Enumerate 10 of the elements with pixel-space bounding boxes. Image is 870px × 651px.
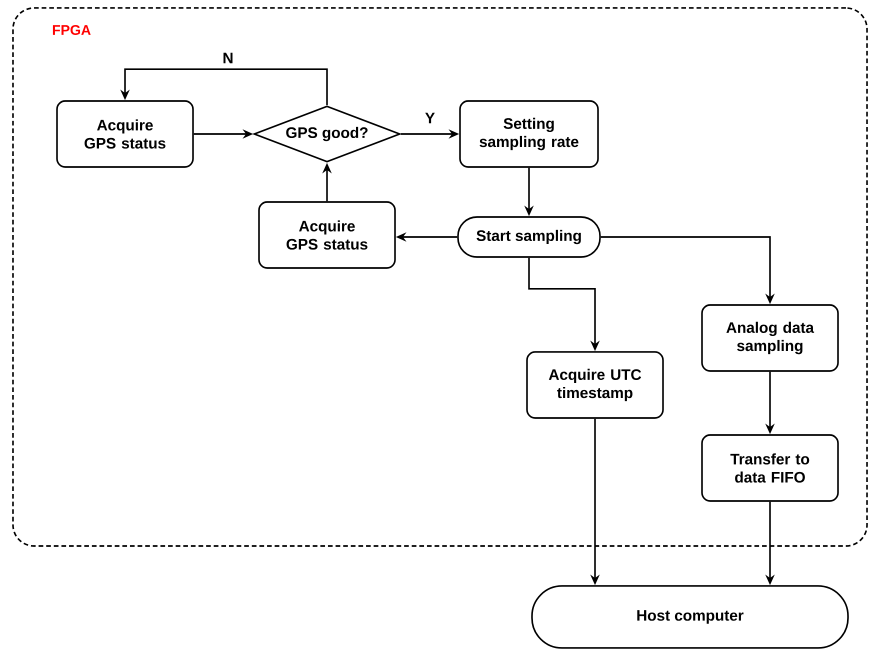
process-box: Acquire UTC timestamp — [526, 351, 664, 419]
edge-label: Y — [424, 112, 436, 124]
terminal-box: Host computer — [531, 585, 849, 649]
process-box: Transfer to data FIFO — [701, 434, 839, 502]
process-box: Acquire GPS status — [258, 201, 396, 269]
process-box: Acquire GPS status — [56, 100, 194, 168]
terminal-box: Start sampling — [457, 216, 601, 258]
edge-label: N — [221, 52, 235, 64]
process-box: Setting sampling rate — [459, 100, 599, 168]
process-box: Analog data sampling — [701, 304, 839, 372]
